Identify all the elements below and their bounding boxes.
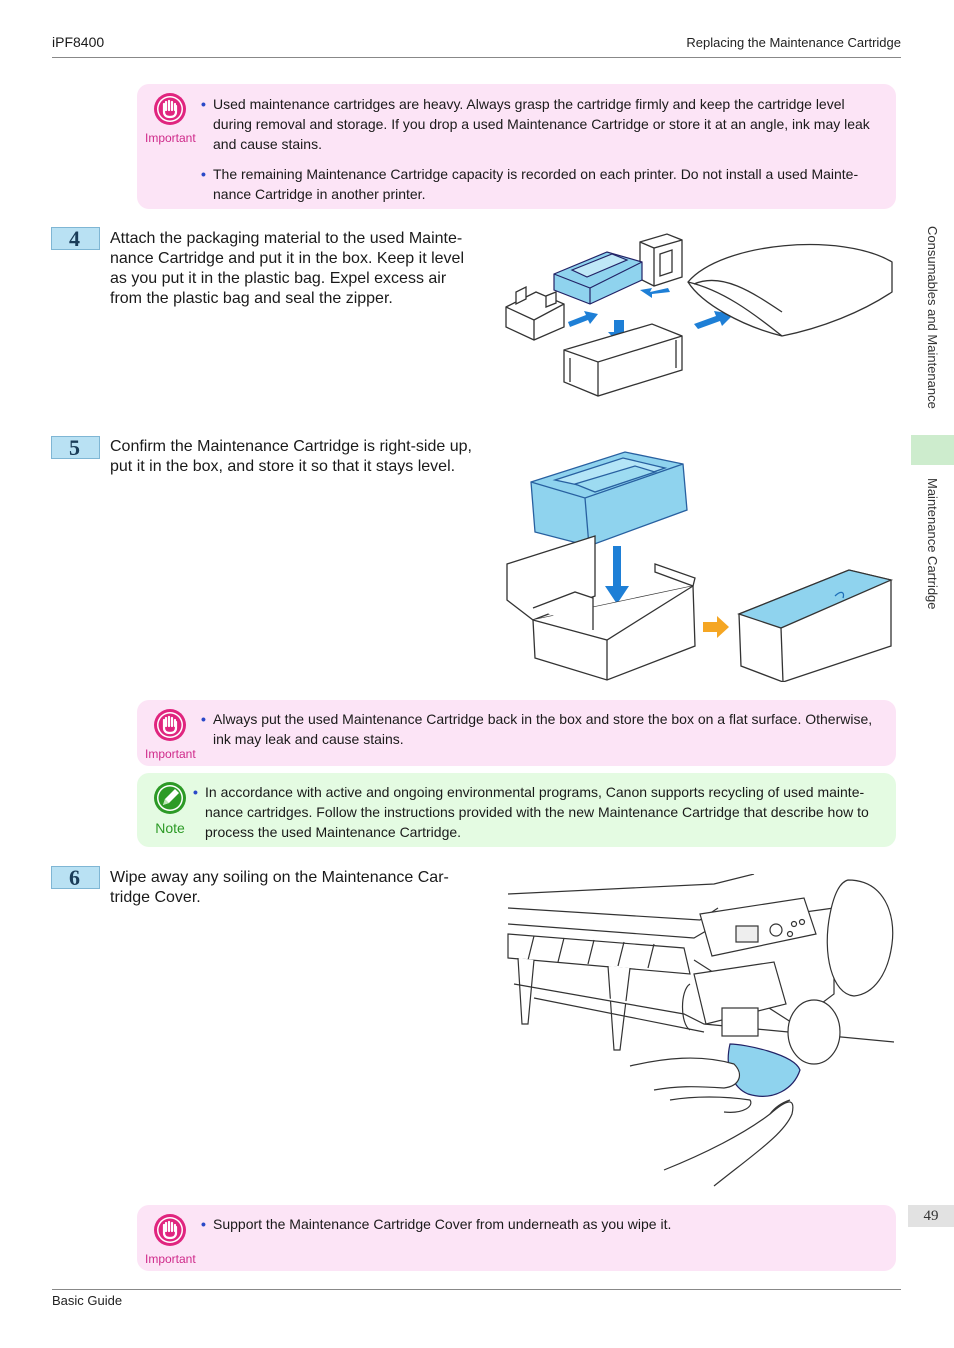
header-divider: [52, 57, 901, 58]
important-box: Important •Always put the used Maintenan…: [137, 700, 896, 766]
page-number: 49: [908, 1205, 954, 1227]
arrow-right-icon: [568, 311, 598, 327]
maintenance-cartridge: [530, 451, 688, 547]
important-icon-group: Important: [145, 1213, 196, 1266]
note-text: In accordance with active and ongoing en…: [205, 784, 869, 840]
step-number: 6: [51, 866, 100, 889]
hand-stop-icon: [154, 709, 186, 741]
important-text: Used maintenance cartridges are heavy. A…: [213, 96, 870, 152]
packing-block-right: [639, 233, 683, 287]
important-label: Important: [145, 747, 196, 761]
list-item: •The remaining Maintenance Cartridge cap…: [201, 166, 859, 202]
sidebar-section-label: Consumables and Maintenance: [925, 226, 940, 409]
packaging-illustration: [505, 233, 893, 397]
packing-block-left: [505, 285, 565, 341]
storage-box: [563, 323, 683, 397]
step-instruction: Confirm the Maintenance Cartridge is rig…: [110, 438, 472, 475]
important-text: Support the Maintenance Cartridge Cover …: [213, 1216, 672, 1232]
header-model: iPF8400: [52, 34, 105, 50]
header-section-title: Replacing the Maintenance Cartridge: [686, 35, 901, 50]
step-instruction: Attach the packaging material to the use…: [110, 230, 464, 307]
step-instruction: Wipe away any soiling on the Maintenance…: [110, 869, 449, 906]
maintenance-cartridge: [553, 251, 643, 305]
important-text: The remaining Maintenance Cartridge capa…: [213, 166, 859, 202]
arrow-right-icon: [703, 616, 729, 638]
list-item: •In accordance with active and ongoing e…: [193, 784, 869, 840]
step-number: 5: [51, 436, 100, 459]
pencil-note-icon: [154, 782, 186, 814]
sidebar-subsection-label: Maintenance Cartridge: [925, 478, 940, 610]
list-item: •Used maintenance cartridges are heavy. …: [201, 96, 870, 152]
arrow-down-icon: [605, 546, 629, 604]
important-label: Important: [145, 1252, 196, 1266]
printer-wipe-illustration: [507, 874, 895, 1187]
closed-storage-box: [737, 569, 894, 682]
sidebar-active-marker: [911, 435, 954, 465]
boxing-illustration: [506, 451, 894, 682]
important-icon-group: Important: [145, 708, 196, 761]
arrow-bag-icon: [694, 311, 734, 329]
footer-divider: [52, 1289, 901, 1290]
note-label: Note: [155, 820, 185, 836]
open-storage-box: [506, 535, 696, 681]
note-box: Note •In accordance with active and ongo…: [137, 773, 896, 847]
important-text: Always put the used Maintenance Cartridg…: [213, 711, 873, 747]
plastic-bag: [687, 243, 893, 337]
note-icon-group: Note: [145, 781, 195, 836]
list-item: •Always put the used Maintenance Cartrid…: [201, 711, 873, 747]
hand-stop-icon: [154, 93, 186, 125]
important-icon-group: Important: [145, 92, 196, 145]
important-box: Important •Support the Maintenance Cartr…: [137, 1205, 896, 1271]
hand-stop-icon: [154, 1214, 186, 1246]
list-item: •Support the Maintenance Cartridge Cover…: [201, 1216, 672, 1232]
step-number: 4: [51, 227, 100, 250]
important-box: Important •Used maintenance cartridges a…: [137, 84, 896, 209]
arrow-left-icon: [640, 288, 670, 298]
important-label: Important: [145, 131, 196, 145]
footer-guide-name: Basic Guide: [52, 1293, 123, 1308]
